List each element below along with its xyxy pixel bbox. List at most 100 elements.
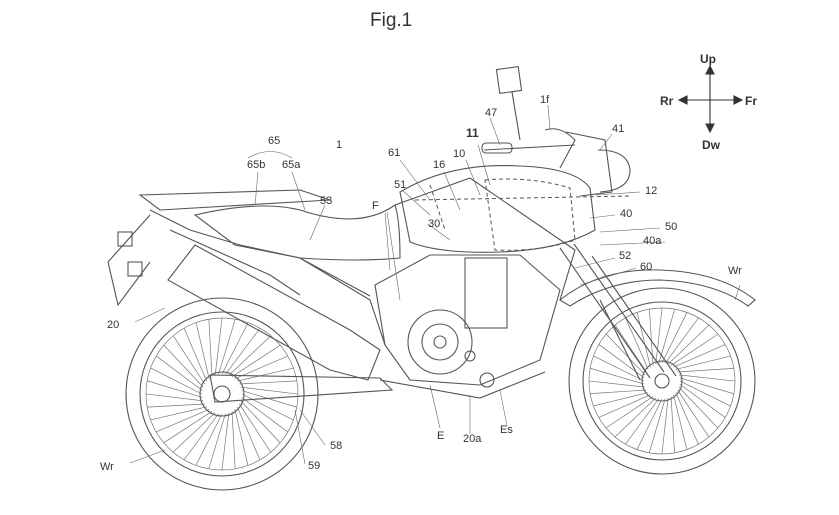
wheel-spoke	[614, 397, 657, 438]
wheel-spoke	[150, 367, 203, 395]
wheel-spoke	[598, 394, 651, 418]
wheel-spoke	[661, 397, 669, 455]
wheel-spoke	[678, 374, 736, 382]
ref-label-E: E	[437, 430, 445, 442]
ref-label-51: 51	[394, 179, 407, 191]
swingarm	[209, 374, 394, 403]
compass-front-label: Fr	[745, 94, 757, 108]
compass-rear-label: Rr	[660, 94, 674, 108]
wheel-spoke	[625, 398, 660, 445]
wheel-spoke	[670, 396, 675, 453]
ref-label-60: 60	[640, 261, 653, 273]
wheel-spoke	[675, 355, 731, 370]
wheel-spoke	[183, 328, 208, 382]
seat	[193, 204, 401, 261]
ref-label-65: 65	[268, 135, 281, 147]
wheel-spoke	[172, 335, 205, 385]
wheel-spoke	[670, 333, 719, 366]
engine	[374, 254, 561, 388]
ref-label-58: 58	[330, 440, 343, 452]
wheel-spoke	[218, 319, 236, 375]
ref-label-65b: 65b	[247, 159, 266, 171]
ref-label-65a: 65a	[282, 159, 301, 171]
wheel-spoke	[163, 411, 213, 444]
front-fork	[559, 243, 677, 381]
wheel-spoke	[239, 380, 297, 385]
wheel-spoke	[228, 335, 272, 376]
wheel-spoke	[231, 411, 236, 469]
wheel-spoke	[636, 398, 663, 450]
wheel-spoke	[145, 393, 204, 402]
figure-title: Fig.1	[370, 10, 413, 31]
ref-label-53: 53	[320, 195, 333, 207]
wheel-spoke	[625, 317, 649, 370]
wheel-spoke	[673, 344, 726, 368]
wheel-spoke	[183, 413, 219, 460]
wheel-spoke	[208, 413, 226, 469]
wheel-spoke	[240, 400, 281, 444]
wheel-spoke	[593, 355, 645, 382]
ref-label-40: 40	[620, 208, 633, 220]
wheel-spoke	[147, 380, 203, 398]
ref-label-1f: 1f	[540, 94, 550, 106]
wheel-spoke	[673, 394, 688, 450]
wheel-spoke	[156, 408, 210, 433]
wheel-spoke	[163, 344, 204, 388]
wheel-spoke	[593, 392, 649, 407]
ref-label-Wr-front: Wr	[728, 265, 742, 277]
wheel-spoke	[677, 389, 710, 438]
wheel-spoke	[156, 355, 203, 391]
front-wheel	[568, 287, 756, 475]
ref-label-40a: 40a	[643, 235, 662, 247]
wheel-spoke	[679, 380, 731, 407]
wheel-spoke	[234, 355, 288, 380]
wheel-spoke	[677, 368, 734, 373]
compass-down-label: Dw	[702, 138, 720, 152]
wheel-spoke	[172, 412, 216, 453]
wheel-spoke	[664, 317, 699, 364]
wheel-spoke	[214, 317, 223, 376]
wheel-spoke	[658, 309, 676, 364]
wheel-spoke	[649, 309, 654, 366]
ref-label-61: 61	[388, 147, 401, 159]
wheel-spoke	[679, 377, 734, 395]
wheel-spoke	[636, 312, 651, 368]
compass-up-label: Up	[700, 52, 716, 66]
leader-lines	[129, 104, 741, 465]
rear-subframe	[107, 189, 371, 307]
ref-label-1: 1	[336, 139, 343, 151]
wheel-spoke	[231, 344, 281, 377]
exhaust-muffler	[167, 244, 381, 381]
wheel-spoke	[225, 328, 261, 375]
wheel-spoke	[147, 403, 205, 408]
wheel-spoke	[648, 398, 666, 453]
ref-label-59: 59	[308, 460, 321, 472]
wheel-spoke	[241, 397, 288, 433]
ref-label-41: 41	[612, 123, 625, 135]
wheel-spoke	[605, 333, 646, 376]
wheel-spoke	[195, 413, 223, 466]
ref-label-10: 10	[453, 148, 466, 160]
wheel-spoke	[588, 380, 646, 388]
ref-label-11: 11	[466, 126, 479, 140]
rear-wheel	[125, 297, 319, 491]
wheel-spoke	[678, 386, 719, 429]
wheel-spoke	[195, 322, 210, 379]
ref-label-50: 50	[665, 221, 678, 233]
wheel-spoke	[221, 412, 230, 471]
ref-label-52: 52	[619, 250, 632, 262]
wheel-spoke	[661, 312, 688, 364]
wheel-spoke	[675, 392, 699, 445]
wheel-spoke	[241, 393, 294, 421]
wheel-spoke	[667, 324, 710, 365]
wheel-spoke	[239, 403, 272, 453]
front-fender	[559, 269, 756, 307]
wheel-spoke	[237, 367, 294, 382]
wheel-spoke	[240, 386, 299, 395]
ref-label-16: 16	[433, 159, 446, 171]
wheel-spoke	[236, 406, 261, 460]
wheel-spoke	[208, 319, 213, 377]
wheel-spoke	[614, 324, 647, 373]
ref-label-Es: Es	[500, 424, 513, 436]
direction-compass	[677, 64, 744, 134]
